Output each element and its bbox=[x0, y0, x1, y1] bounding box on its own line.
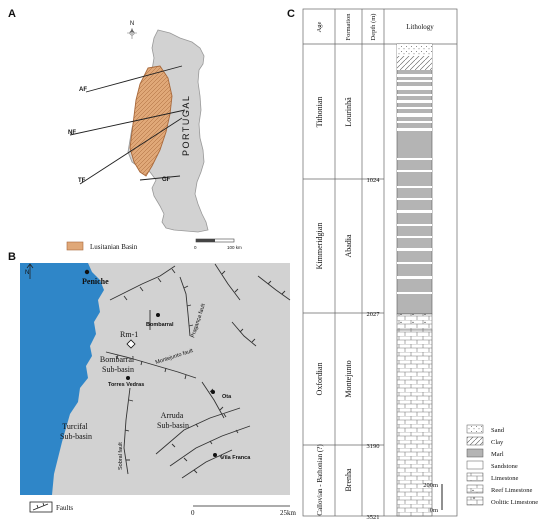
depth-3190: 3190 bbox=[367, 443, 380, 450]
legend-sand-label: Sand bbox=[491, 427, 505, 434]
panel-a-label: A bbox=[8, 8, 16, 20]
legend-clay-swatch bbox=[466, 436, 484, 446]
legend-sand-swatch bbox=[466, 424, 484, 434]
legend-reef-limestone-swatch bbox=[466, 484, 484, 494]
depth-3521: 3521 bbox=[367, 514, 380, 521]
legend-marl-swatch bbox=[466, 448, 484, 458]
scale-b-end: 25km bbox=[280, 509, 297, 517]
sandstone-layers bbox=[397, 74, 432, 294]
scale-a-end: 100 km bbox=[227, 245, 242, 250]
panel-b: B N bbox=[8, 251, 297, 517]
header-age: Age bbox=[316, 21, 323, 32]
depth-1024: 1024 bbox=[367, 177, 381, 184]
town-vila-franca: Vila Franca bbox=[221, 455, 251, 461]
basin-hatch bbox=[130, 66, 172, 176]
lithology-legend bbox=[466, 424, 484, 506]
formation-lourinha: Lourinhã bbox=[344, 97, 353, 127]
map-b-sea bbox=[20, 263, 104, 495]
panel-a: A N AF NF TF GF PORTUGAL Lusitanian Basi… bbox=[8, 8, 242, 251]
fault-line-af bbox=[85, 65, 183, 93]
lithology-clay-top bbox=[397, 56, 432, 70]
scale-b-start: 0 bbox=[191, 509, 195, 517]
legend-fault-icon bbox=[29, 501, 53, 513]
header-depth: Depth (m) bbox=[370, 14, 377, 41]
lithology-marl-section bbox=[396, 43, 433, 315]
legend-limestone-label: Limestone bbox=[491, 475, 519, 482]
age-callovian-bathonian: Callovian - Bathonian (?) bbox=[316, 444, 324, 516]
legend-marl-label: Marl bbox=[491, 451, 504, 458]
formation-brenha: Brenha bbox=[344, 468, 353, 492]
formation-montejunto: Montejunto bbox=[344, 360, 353, 397]
panel-c: C Age Formation Depth (m) Lithology Tith… bbox=[287, 8, 538, 521]
header-formation: Formation bbox=[345, 13, 352, 41]
well-rm1-icon bbox=[126, 339, 136, 349]
fault-line-tf bbox=[79, 117, 183, 185]
scale-a-start: 0 bbox=[194, 245, 197, 250]
legend-basin-label: Lusitanian Basin bbox=[90, 243, 138, 251]
fault-label-gf: GF bbox=[162, 177, 171, 183]
town-torres-vedras: Torres Vedras bbox=[108, 382, 144, 388]
fault-label-af: AF bbox=[79, 87, 87, 93]
town-bombarral: Bombarral bbox=[146, 322, 174, 328]
legend-oolitic-limestone-swatch bbox=[466, 496, 484, 506]
fault-label-tf: TF bbox=[78, 178, 86, 184]
depth-2027: 2027 bbox=[367, 311, 381, 318]
well-rm1-label: Rm-1 bbox=[120, 330, 138, 339]
age-oxfordian: Oxfordian bbox=[315, 363, 324, 396]
legend-clay-label: Clay bbox=[491, 439, 504, 446]
fault-line-gf bbox=[139, 175, 181, 181]
formation-abadia: Abadia bbox=[344, 234, 353, 258]
country-label: PORTUGAL bbox=[181, 95, 191, 156]
lithology-limestone-section bbox=[396, 329, 433, 517]
age-kimmeridgian: Kimmeridgian bbox=[315, 223, 324, 270]
subbasin-arruda: Arruda Sub-basin bbox=[157, 411, 189, 430]
legend-basin-swatch bbox=[66, 241, 84, 251]
lithology-column bbox=[396, 43, 433, 517]
panel-a-scale-bar bbox=[195, 238, 235, 243]
subbasin-bombarral: Bombarral Sub-basin bbox=[100, 355, 136, 374]
legend-oolitic-limestone-label: Oolitic Limestone bbox=[491, 499, 538, 506]
town-dot-torres-vedras bbox=[126, 376, 130, 380]
panel-a-north-label: N bbox=[130, 21, 134, 27]
legend-sandstone-label: Sandstone bbox=[491, 463, 518, 470]
panel-b-north-arrow-icon bbox=[26, 263, 34, 279]
fault-label-nf: NF bbox=[68, 130, 76, 136]
legend-faults-label: Faults bbox=[56, 504, 73, 512]
strat-column-frame bbox=[302, 8, 458, 517]
header-lithology: Lithology bbox=[406, 23, 434, 31]
panel-b-north-label: N bbox=[25, 270, 29, 276]
north-arrow-icon bbox=[127, 28, 137, 39]
town-dot-peniche bbox=[84, 269, 90, 275]
scale-c-bottom: 0m bbox=[430, 507, 438, 514]
age-tithonian: Tithonian bbox=[315, 97, 324, 128]
legend-limestone-swatch bbox=[466, 472, 484, 482]
panel-b-label: B bbox=[8, 251, 16, 263]
panel-a-faults bbox=[69, 65, 186, 185]
panel-b-faults bbox=[105, 263, 291, 479]
legend-reef-limestone-label: Reef Limestone bbox=[491, 487, 532, 494]
legend-sandstone-swatch bbox=[466, 460, 484, 470]
town-peniche: Peniche bbox=[82, 277, 109, 286]
scale-c-top: 200m bbox=[423, 482, 438, 489]
fault-line-nf bbox=[69, 109, 186, 136]
panel-c-label: C bbox=[287, 8, 295, 20]
town-dot-ota bbox=[211, 390, 215, 394]
town-dot-bombarral bbox=[156, 313, 160, 317]
town-ota: Ota bbox=[222, 394, 232, 400]
fault-name-sobral: Sobral fault bbox=[118, 442, 124, 470]
lithology-reef-limestone bbox=[396, 313, 433, 331]
lithology-sand-top bbox=[397, 44, 432, 56]
subbasin-turcifal: Turcifal Sub-basin bbox=[60, 422, 92, 441]
town-dot-vila-franca bbox=[213, 453, 217, 457]
